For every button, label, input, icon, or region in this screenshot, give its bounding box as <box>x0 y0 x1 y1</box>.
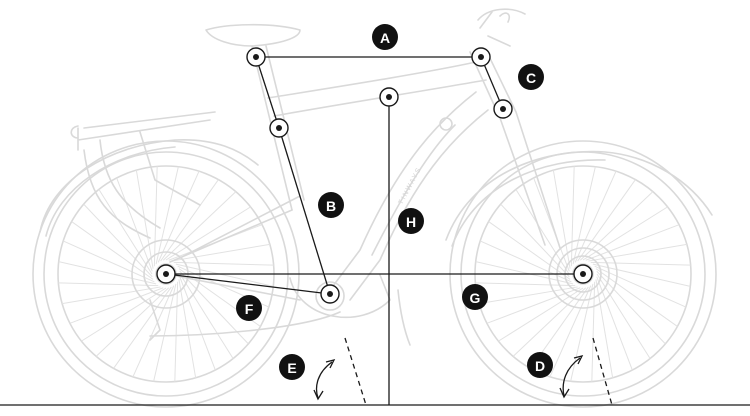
spoke <box>475 261 574 285</box>
spoke <box>572 166 596 265</box>
front-wheel <box>449 140 717 408</box>
line-b <box>278 127 331 295</box>
spoke <box>588 243 687 262</box>
badge-h-label: H <box>406 214 416 230</box>
bike-outline: TINWAYS <box>32 8 717 408</box>
badge-b-label: B <box>326 198 336 214</box>
spoke <box>83 203 153 278</box>
spoke <box>592 263 691 287</box>
badge-h: H <box>398 208 424 234</box>
angle-arrow-e <box>315 361 333 399</box>
badge-c: C <box>518 64 544 90</box>
spoke <box>179 273 234 359</box>
point-head-bottom <box>493 99 513 119</box>
spoke <box>594 265 687 308</box>
point-markers <box>156 47 593 304</box>
point-front-axle <box>573 264 593 284</box>
spoke <box>157 170 200 263</box>
spoke <box>582 206 668 261</box>
seat-tube-upper <box>255 56 280 129</box>
badge-b: B <box>318 192 344 218</box>
line-e <box>344 337 367 406</box>
spoke <box>500 203 570 278</box>
spoke <box>479 240 572 283</box>
spoke <box>71 221 154 280</box>
spoke <box>596 273 651 359</box>
spoke <box>595 268 678 327</box>
spoke <box>69 287 164 324</box>
point-saddle <box>246 47 266 67</box>
letter-badges: A B C D E F G H <box>236 24 553 380</box>
spoke <box>574 170 617 263</box>
spoke <box>171 243 270 262</box>
spoke <box>515 189 570 275</box>
badge-d-label: D <box>535 358 545 374</box>
point-rear-axle <box>156 264 176 284</box>
spoke <box>585 224 680 261</box>
spoke <box>95 287 170 357</box>
spoke <box>595 279 614 378</box>
badge-c-label: C <box>526 70 536 86</box>
spoke <box>113 286 172 369</box>
badge-g-label: G <box>470 290 481 306</box>
spoke <box>552 170 571 269</box>
spoke <box>570 283 594 382</box>
spoke <box>98 189 153 275</box>
badge-f: F <box>236 295 262 321</box>
spoke <box>570 166 575 267</box>
spoke <box>533 177 570 272</box>
spoke <box>591 281 596 382</box>
line-d <box>592 337 613 406</box>
spoke <box>173 261 274 266</box>
spoke <box>62 286 161 305</box>
spoke <box>577 179 636 262</box>
spoke <box>174 281 179 382</box>
spoke <box>81 287 167 342</box>
spoke <box>596 270 666 345</box>
spoke <box>58 261 157 285</box>
badge-a: A <box>372 24 398 50</box>
spoke <box>153 166 158 267</box>
spoke <box>160 179 219 262</box>
spoke <box>486 287 581 324</box>
badge-e: E <box>279 354 305 380</box>
spoke <box>475 282 576 287</box>
spoke <box>153 283 177 382</box>
spoke <box>116 177 153 272</box>
angle-arrow-d <box>562 357 581 397</box>
spoke <box>596 276 633 371</box>
spoke <box>175 263 274 287</box>
point-seat-tube <box>269 118 289 138</box>
point-top-tube <box>379 87 399 107</box>
spoke <box>512 287 587 357</box>
spoke <box>498 287 584 342</box>
spoke <box>132 285 175 378</box>
spoke <box>549 285 592 378</box>
spoke <box>479 286 578 305</box>
badge-d: D <box>527 352 553 378</box>
point-head-top <box>471 47 491 67</box>
spoke <box>162 191 237 261</box>
spoke <box>579 191 654 261</box>
badge-f-label: F <box>245 301 254 317</box>
spoke <box>590 261 691 266</box>
spoke <box>155 166 179 265</box>
badge-a-label: A <box>380 30 390 46</box>
spoke <box>58 282 159 287</box>
spoke <box>488 221 571 280</box>
point-bottom-bracket <box>320 284 340 304</box>
badge-e-label: E <box>287 360 296 376</box>
spoke <box>179 276 216 371</box>
spoke <box>165 206 251 261</box>
spoke <box>62 240 155 283</box>
line-f <box>165 273 331 295</box>
spoke <box>178 279 197 378</box>
badge-g: G <box>462 284 488 310</box>
spoke <box>135 170 154 269</box>
measurement-lines <box>0 56 750 406</box>
